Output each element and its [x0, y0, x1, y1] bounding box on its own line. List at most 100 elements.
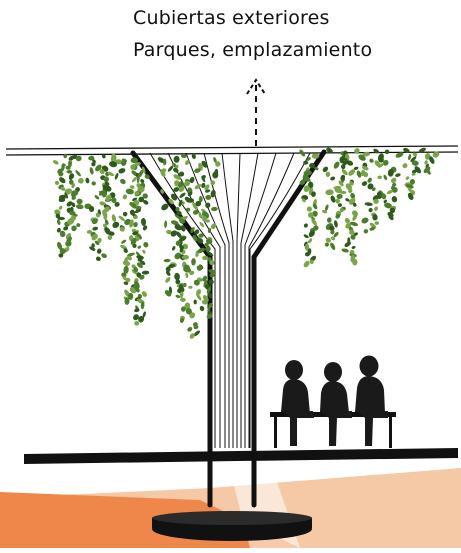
ivy-leaf: [301, 198, 306, 203]
ivy-leaf: [137, 245, 142, 249]
ivy-leaf: [325, 189, 334, 196]
ivy-leaf: [130, 237, 137, 246]
ivy-leaf: [58, 171, 64, 177]
ivy-leaf: [144, 174, 150, 179]
ivy-leaf: [341, 169, 348, 176]
ivy-leaf: [127, 292, 134, 300]
ivy-leaf: [130, 164, 136, 170]
ivy-leaf: [350, 192, 356, 199]
ivy-leaf: [63, 153, 68, 159]
ivy-leaf: [103, 176, 110, 183]
ivy-leaf: [384, 202, 392, 209]
ivy-leaf: [101, 253, 107, 259]
ivy-leaf: [303, 260, 310, 268]
ivy-leaf: [120, 178, 126, 185]
ivy-leaf: [391, 196, 398, 203]
ivy-leaf: [330, 236, 336, 241]
ivy-leaf: [95, 213, 101, 218]
ivy-leaf: [103, 212, 108, 220]
ivy-leaf: [381, 193, 387, 200]
ivy-leaf: [215, 161, 221, 167]
ivy-leaf: [204, 242, 209, 247]
ivy-leaf: [324, 242, 329, 247]
ivy-leaf: [124, 256, 129, 262]
ivy-leaf: [157, 157, 165, 163]
ivy-leaf: [405, 184, 414, 189]
ivy-leaf: [187, 191, 193, 197]
ivy-leaf: [185, 307, 192, 315]
ivy-leaf: [165, 277, 171, 283]
ivy-leaf: [206, 287, 212, 294]
ivy-leaf: [143, 241, 149, 248]
ivy-leaf: [179, 245, 184, 253]
ivy-leaf: [182, 254, 189, 260]
ivy-leaf: [198, 233, 204, 238]
ivy-leaf: [363, 171, 369, 178]
ivy-leaf: [195, 252, 199, 257]
ivy-leaf: [429, 156, 435, 164]
ivy-leaf: [189, 270, 195, 276]
ivy-leaf: [306, 206, 313, 212]
ivy-leaf: [166, 229, 172, 235]
ivy-leaf: [64, 192, 69, 199]
ivy-leaf: [134, 308, 140, 313]
ivy-leaf: [198, 211, 203, 219]
ivy-leaf: [89, 246, 96, 251]
ivy-leaf: [201, 300, 208, 305]
ivy-leaf: [174, 272, 180, 281]
ivy-leaf: [311, 191, 316, 197]
ivy-leaf: [193, 299, 197, 305]
ivy-leaf: [114, 201, 120, 207]
ivy-leaf: [195, 200, 202, 207]
ivy-leaf: [64, 188, 73, 195]
ivy-leaf: [133, 314, 139, 321]
ivy-leaf: [373, 148, 380, 154]
ivy-leaf: [189, 312, 196, 319]
ivy-leaf: [165, 266, 171, 272]
ivy-leaf: [125, 188, 134, 195]
ivy-leaf: [411, 169, 417, 174]
ivy-leaf: [201, 175, 206, 183]
ivy-leaf: [58, 205, 63, 210]
ivy-leaf: [403, 147, 410, 153]
ivy-leaf: [408, 154, 412, 161]
ivy-leaf: [358, 154, 366, 161]
ivy-leaf: [191, 153, 196, 160]
ivy-leaf: [71, 183, 76, 189]
ivy-leaf: [432, 151, 440, 158]
ivy-leaf: [199, 305, 205, 312]
ivy-leaf: [424, 160, 428, 165]
column-structure: [130, 149, 327, 508]
ivy-leaf: [58, 253, 64, 258]
ivy-leaf: [140, 179, 145, 184]
ivy-leaf: [188, 285, 193, 289]
ivy-leaf: [368, 208, 373, 213]
ivy-leaf: [186, 207, 191, 212]
ivy-leaf: [402, 163, 408, 169]
ivy-leaf: [208, 279, 214, 285]
ivy-leaf: [206, 251, 214, 257]
ivy-leaf: [134, 191, 140, 196]
ivy-leaf: [173, 187, 180, 192]
ivy-leaf: [179, 186, 185, 193]
ivy-leaf: [204, 189, 211, 193]
ivy-leaf: [387, 168, 394, 177]
ivy-leaf: [349, 229, 355, 235]
ivy-leaf: [125, 277, 131, 283]
ivy-leaf: [89, 167, 94, 175]
ivy-leaf: [107, 235, 113, 240]
ivy-leaf: [410, 156, 417, 162]
ivy-leaf: [196, 237, 204, 244]
ivy-leaf: [395, 173, 401, 177]
ivy-leaf: [384, 149, 390, 155]
ivy-leaf: [136, 233, 142, 240]
ivy-leaf: [383, 199, 387, 204]
ivy-leaf: [351, 245, 356, 249]
ivy-leaf: [175, 279, 181, 285]
ivy-leaf: [121, 239, 127, 244]
ivy-leaf: [187, 326, 193, 332]
ivy-leaf: [114, 172, 119, 180]
ivy-leaf: [418, 147, 426, 153]
column-inner-line: [236, 152, 241, 448]
ivy-leaf: [174, 252, 182, 260]
